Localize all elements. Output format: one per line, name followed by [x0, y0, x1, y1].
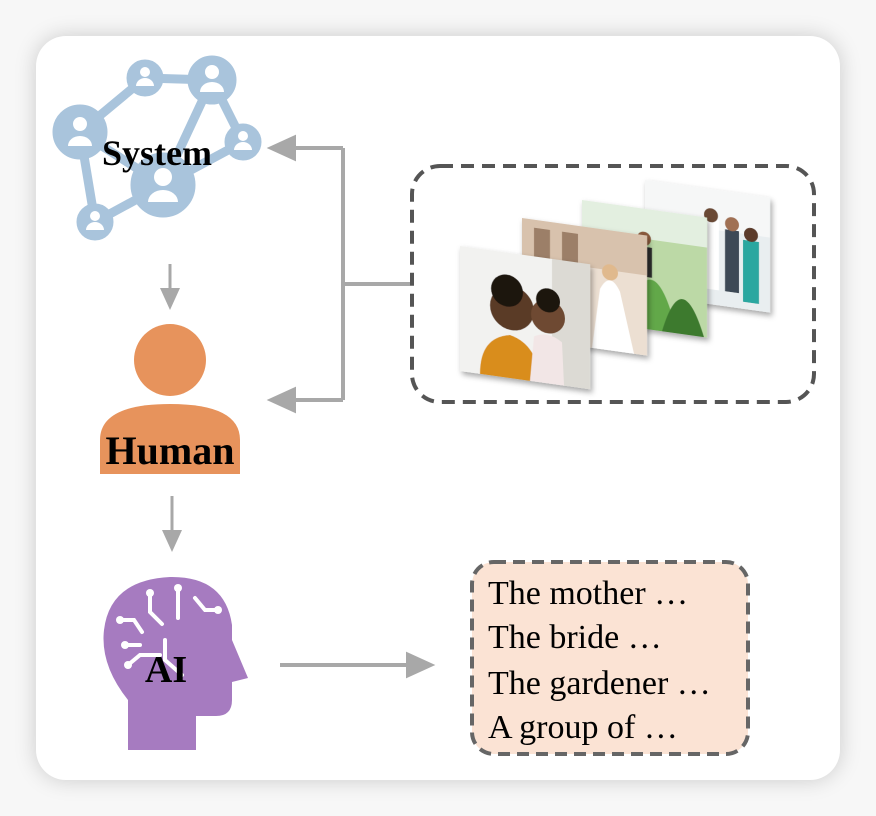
person-icon [100, 324, 240, 474]
network-people-icon [52, 55, 262, 241]
captions-list: The mother … The bride … The gardener … … [488, 575, 711, 746]
photo-mother-child-icon [460, 246, 590, 390]
ai-label: AI [145, 649, 187, 691]
ai-head-circuit-icon [103, 576, 248, 750]
images-feedback-connector [266, 134, 410, 414]
caption-line: The bride … [488, 619, 662, 656]
system-label: System [102, 133, 212, 173]
human-label: Human [106, 428, 235, 473]
captions-box [470, 560, 750, 756]
caption-line: The gardener … [488, 665, 711, 702]
images-box [410, 164, 816, 404]
caption-line: A group of … [488, 709, 678, 746]
caption-line: The mother … [488, 575, 688, 612]
